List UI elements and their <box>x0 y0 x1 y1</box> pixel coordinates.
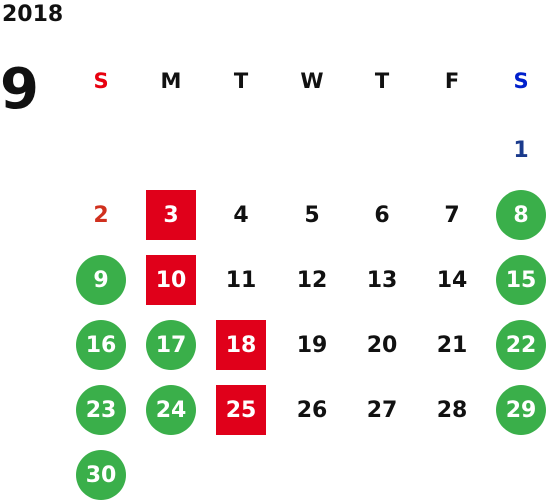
day-cell-14[interactable]: 14 <box>436 267 468 293</box>
weekday-monday: M <box>160 69 182 93</box>
day-cell-16[interactable]: 16 <box>76 320 126 370</box>
weekday-wednesday: W <box>300 69 324 93</box>
day-cell-21[interactable]: 21 <box>436 332 468 358</box>
day-cell-20[interactable]: 20 <box>366 332 398 358</box>
day-cell-28[interactable]: 28 <box>436 397 468 423</box>
weekday-sunday: S <box>93 69 109 93</box>
day-cell-26[interactable]: 26 <box>296 397 328 423</box>
day-cell-12[interactable]: 12 <box>296 267 328 293</box>
day-cell-9[interactable]: 9 <box>76 255 126 305</box>
day-cell-2[interactable]: 2 <box>93 202 109 228</box>
day-cell-30[interactable]: 30 <box>76 450 126 500</box>
day-cell-29[interactable]: 29 <box>496 385 546 435</box>
weekday-friday: F <box>444 69 460 93</box>
month-label: 9 <box>0 57 39 122</box>
day-cell-8[interactable]: 8 <box>496 190 546 240</box>
day-cell-27[interactable]: 27 <box>366 397 398 423</box>
day-cell-10[interactable]: 10 <box>146 255 196 305</box>
day-cell-5[interactable]: 5 <box>304 202 320 228</box>
weekday-saturday: S <box>513 69 529 93</box>
weekday-tuesday: T <box>233 69 249 93</box>
day-cell-24[interactable]: 24 <box>146 385 196 435</box>
weekday-thursday: T <box>374 69 390 93</box>
day-cell-15[interactable]: 15 <box>496 255 546 305</box>
day-cell-22[interactable]: 22 <box>496 320 546 370</box>
day-cell-19[interactable]: 19 <box>296 332 328 358</box>
day-cell-25[interactable]: 25 <box>216 385 266 435</box>
day-cell-4[interactable]: 4 <box>233 202 249 228</box>
day-cell-18[interactable]: 18 <box>216 320 266 370</box>
day-cell-6[interactable]: 6 <box>374 202 390 228</box>
day-cell-1[interactable]: 1 <box>513 137 529 163</box>
year-label: 2018 <box>2 2 64 27</box>
day-cell-7[interactable]: 7 <box>444 202 460 228</box>
day-cell-17[interactable]: 17 <box>146 320 196 370</box>
day-cell-23[interactable]: 23 <box>76 385 126 435</box>
day-cell-11[interactable]: 11 <box>225 267 257 293</box>
day-cell-13[interactable]: 13 <box>366 267 398 293</box>
day-cell-3[interactable]: 3 <box>146 190 196 240</box>
